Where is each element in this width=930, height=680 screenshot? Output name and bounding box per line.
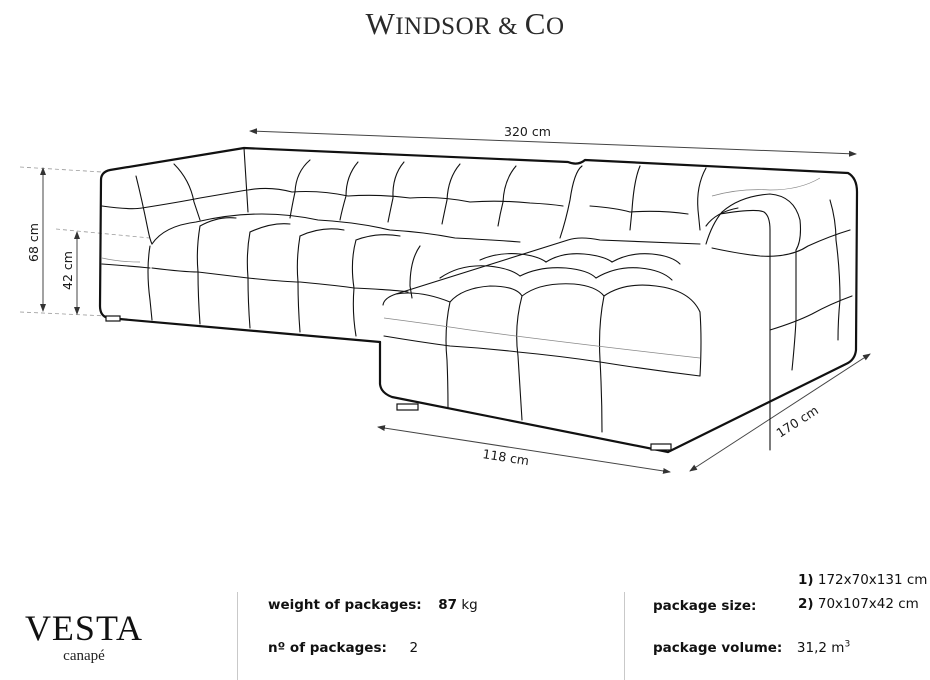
guide-lines — [19, 166, 151, 317]
package-volume-value: 31,2 m — [796, 640, 845, 656]
weight-label: weight of packages: — [268, 597, 422, 613]
brand-word-2: O — [545, 13, 565, 40]
chaise-width-label: 118 cm — [482, 446, 531, 468]
package-volume-unit-sup: 3 — [844, 639, 851, 650]
depth-dimension-line — [689, 353, 871, 472]
package-size-value-1: 172x70x131 cm — [813, 572, 928, 588]
height-label: 68 cm — [26, 223, 41, 262]
divider-right — [624, 592, 625, 680]
packages-row: nº of packages: 2 — [268, 640, 418, 656]
brand-ampersand: & — [491, 13, 525, 40]
product-name: VESTA — [24, 608, 144, 648]
product-type: canapé — [63, 648, 105, 664]
package-size-label: package size: — [653, 598, 757, 614]
package-size-label-row: package size: — [653, 598, 756, 614]
package-volume-row: package volume: 31,2 m3 — [653, 640, 850, 656]
divider-left — [237, 592, 238, 680]
weight-value: 87 — [438, 597, 458, 613]
brand-word-1: INDSOR — [395, 13, 492, 40]
packages-value: 2 — [409, 640, 419, 656]
package-size-item-2: 2) 70x107x42 cm — [798, 596, 919, 612]
brand-initial-2: C — [524, 6, 546, 41]
sofa-feet — [105, 315, 672, 451]
seat-height-label: 42 cm — [60, 251, 75, 290]
package-size-value-2: 70x107x42 cm — [813, 596, 919, 612]
brand-initial-1: W — [365, 6, 396, 41]
chaise-width-dimension-line — [377, 425, 671, 474]
weight-unit: kg — [457, 597, 478, 613]
packages-label: nº of packages: — [268, 640, 387, 656]
sofa-outline — [98, 146, 859, 454]
package-size-item-1: 1) 172x70x131 cm — [798, 572, 927, 588]
package-size-index-2: 2) — [798, 596, 814, 612]
product-title-block: VESTA canapé — [14, 610, 154, 665]
sofa-diagram: 320 cm 68 cm 42 cm 118 cm 170 cm — [19, 124, 871, 474]
brand-logo: WINDSOR & CO — [0, 6, 930, 42]
depth-label: 170 cm — [773, 402, 820, 440]
sofa-shading — [101, 177, 821, 359]
sofa-tufting — [101, 147, 853, 451]
weight-row: weight of packages: 87 kg — [268, 597, 478, 613]
dimension-lines — [40, 128, 871, 474]
package-size-index-1: 1) — [798, 572, 814, 588]
width-dimension-line — [249, 128, 857, 157]
width-label: 320 cm — [504, 124, 551, 139]
package-volume-label: package volume: — [653, 640, 783, 656]
